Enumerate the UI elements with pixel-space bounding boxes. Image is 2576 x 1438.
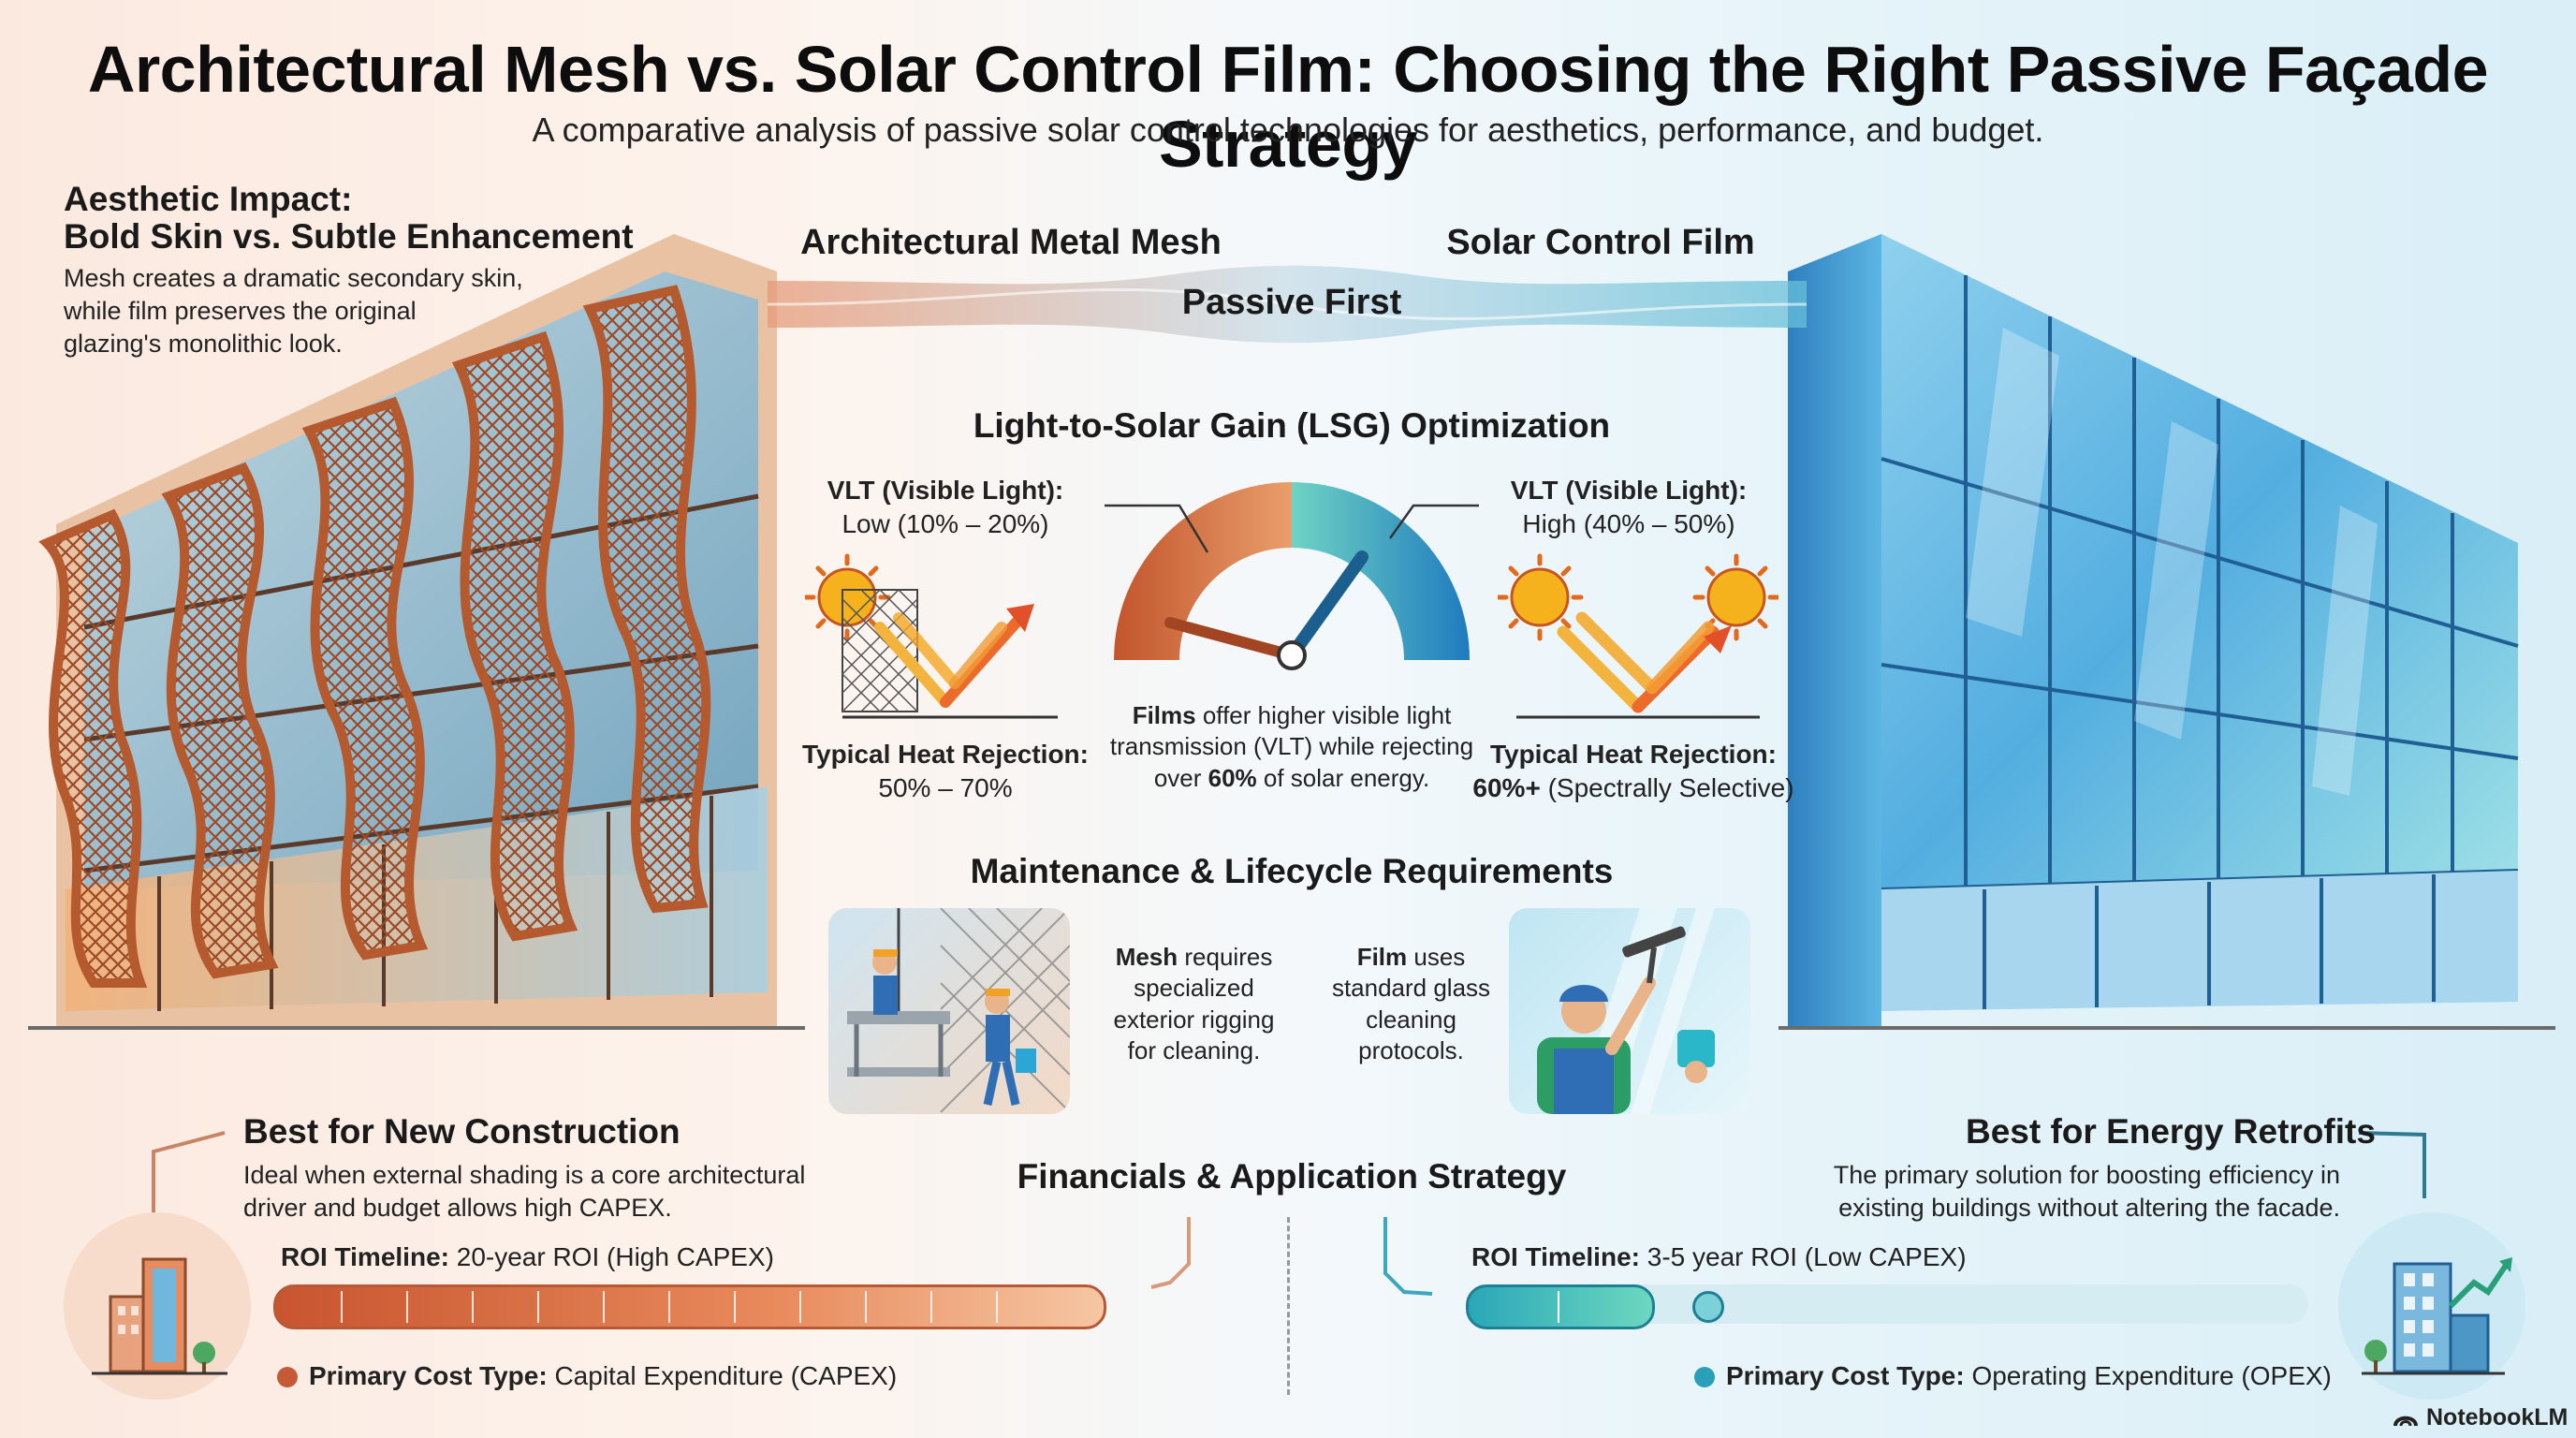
right-cost-label: Primary Cost Type: [1726,1361,1965,1390]
right-cost-type: Primary Cost Type: Operating Expenditure… [1726,1359,2332,1393]
left-cost-value: Capital Expenditure (CAPEX) [547,1361,898,1390]
mesh-maint-line4: for cleaning. [1127,1035,1261,1064]
film-maint-line4: protocols. [1358,1035,1464,1064]
retrofit-body-line2: existing buildings without altering the … [1838,1194,2340,1223]
mesh-maint-line1: requires [1178,943,1273,971]
retrofit-heading: Best for Energy Retrofits [1966,1112,2376,1151]
sun-icon [1692,553,1778,641]
aesthetic-body: Mesh creates a dramatic secondary skin, … [64,262,550,360]
right-roi-value: 3-5 year ROI (Low CAPEX) [1639,1242,1967,1271]
new-building-icon [64,1212,251,1400]
aesthetic-heading-line1: Aesthetic Impact: [64,180,353,218]
mesh-maint-line3: exterior rigging [1113,1005,1275,1034]
mesh-maintenance-text: Mesh requires specialized exterior riggi… [1075,942,1313,1066]
lsg-heading: Light-to-Solar Gain (LSG) Optimization [973,406,1611,445]
left-cost-label: Primary Cost Type: [309,1361,548,1390]
left-heat-label: Typical Heat Rejection: [801,740,1089,769]
sun-icon [805,553,891,641]
brand-name: NotebookLM [2426,1404,2569,1431]
film-heat-diagram [1498,552,1778,721]
page-subtitle: A comparative analysis of passive solar … [532,110,2044,149]
right-roi-marker [1692,1291,1724,1323]
left-roi-value: 20-year ROI (High CAPEX) [448,1242,774,1271]
left-cost-dot [277,1367,298,1387]
right-heat-rejection: Typical Heat Rejection: 60%+ (Spectrally… [1470,738,1797,806]
film-maint-line3: cleaning [1366,1005,1456,1034]
left-vlt-value: Low (10% – 20%) [842,509,1049,539]
aesthetic-body-line2: while film preserves the original [64,297,417,326]
passive-first-label: Passive First [1181,283,1402,322]
branding: NotebookLM [2393,1404,2568,1431]
mesh-column-header: Architectural Metal Mesh [800,223,1222,262]
lsg-note-line3-bold: 60% [1208,763,1257,792]
aesthetic-heading-line2: Bold Skin vs. Subtle Enhancement [64,217,634,256]
page-title: Architectural Mesh vs. Solar Control Fil… [87,33,2489,181]
mesh-cleaning-illustration [828,908,1070,1114]
film-maint-bold: Film [1356,943,1408,971]
film-maint-line2: standard glass [1331,974,1491,1003]
gauge-icon [1086,463,1498,688]
new-construction-body-line2: driver and budget allows high CAPEX. [243,1194,672,1223]
lsg-note-line3-post: of solar energy. [1256,763,1430,792]
right-heat-bold: 60%+ [1472,773,1541,803]
lsg-note-line2: transmission (VLT) while rejecting [1109,732,1474,761]
retrofit-body-line1: The primary solution for boosting effici… [1833,1161,2340,1189]
connector-lines [150,1123,2434,1329]
right-roi-fill [1466,1284,1655,1329]
aesthetic-body-line3: glazing's monolithic look. [64,330,343,359]
film-maintenance-text: Film uses standard glass cleaning protoc… [1292,942,1530,1066]
right-roi: ROI Timeline: 3-5 year ROI (Low CAPEX) [1471,1240,1967,1274]
left-roi-bar [273,1284,1106,1329]
mesh-building-illustration [28,215,805,1058]
film-maint-line1: uses [1407,943,1466,971]
left-cost-type: Primary Cost Type: Capital Expenditure (… [309,1359,897,1393]
mesh-maint-line2: specialized [1134,974,1254,1003]
right-roi-label: ROI Timeline: [1471,1242,1640,1271]
lsg-note-bold: Films [1132,701,1196,729]
maintenance-heading: Maintenance & Lifecycle Requirements [970,852,1614,890]
lsg-note-line1: offer higher visible light [1195,701,1452,729]
retrofit-building-icon [2338,1212,2525,1400]
left-roi: ROI Timeline: 20-year ROI (High CAPEX) [281,1240,774,1274]
retrofit-body: The primary solution for boosting effici… [1778,1159,2340,1225]
vlt-callout-lines [1067,496,1516,571]
left-heat-rejection: Typical Heat Rejection: 50% – 70% [796,738,1095,806]
new-construction-body-line1: Ideal when external shading is a core ar… [243,1161,806,1189]
right-heat-label: Typical Heat Rejection: [1489,740,1777,769]
left-vlt: VLT (Visible Light): Low (10% – 20%) [786,474,1105,542]
new-construction-body: Ideal when external shading is a core ar… [243,1159,955,1225]
sun-icon [1498,553,1584,641]
right-cost-value: Operating Expenditure (OPEX) [1964,1361,2332,1390]
aesthetic-body-line1: Mesh creates a dramatic secondary skin, [64,264,523,292]
right-heat-rest: (Spectrally Selective) [1540,773,1794,803]
right-vlt: VLT (Visible Light): High (40% – 50%) [1470,474,1788,542]
financials-heading: Financials & Application Strategy [1017,1157,1567,1196]
film-column-header: Solar Control Film [1446,223,1755,262]
right-vlt-label: VLT (Visible Light): [1510,476,1748,505]
mesh-heat-diagram [805,552,1067,721]
passive-first-ribbon [768,253,1807,356]
right-cost-dot [1694,1367,1715,1387]
center-divider [1287,1217,1292,1395]
lsg-note: Films offer higher visible light transmi… [1095,700,1488,794]
left-roi-label: ROI Timeline: [281,1242,449,1271]
film-cleaning-illustration [1509,908,1750,1114]
lsg-note-line3-pre: over [1153,763,1208,792]
left-vlt-label: VLT (Visible Light): [827,476,1064,505]
mesh-maint-bold: Mesh [1115,943,1178,971]
film-building-illustration [1778,215,2555,1058]
new-construction-heading: Best for New Construction [243,1112,681,1151]
left-heat-value: 50% – 70% [878,773,1013,803]
notebooklm-logo-icon [2393,1416,2418,1426]
right-vlt-value: High (40% – 50%) [1522,509,1735,539]
